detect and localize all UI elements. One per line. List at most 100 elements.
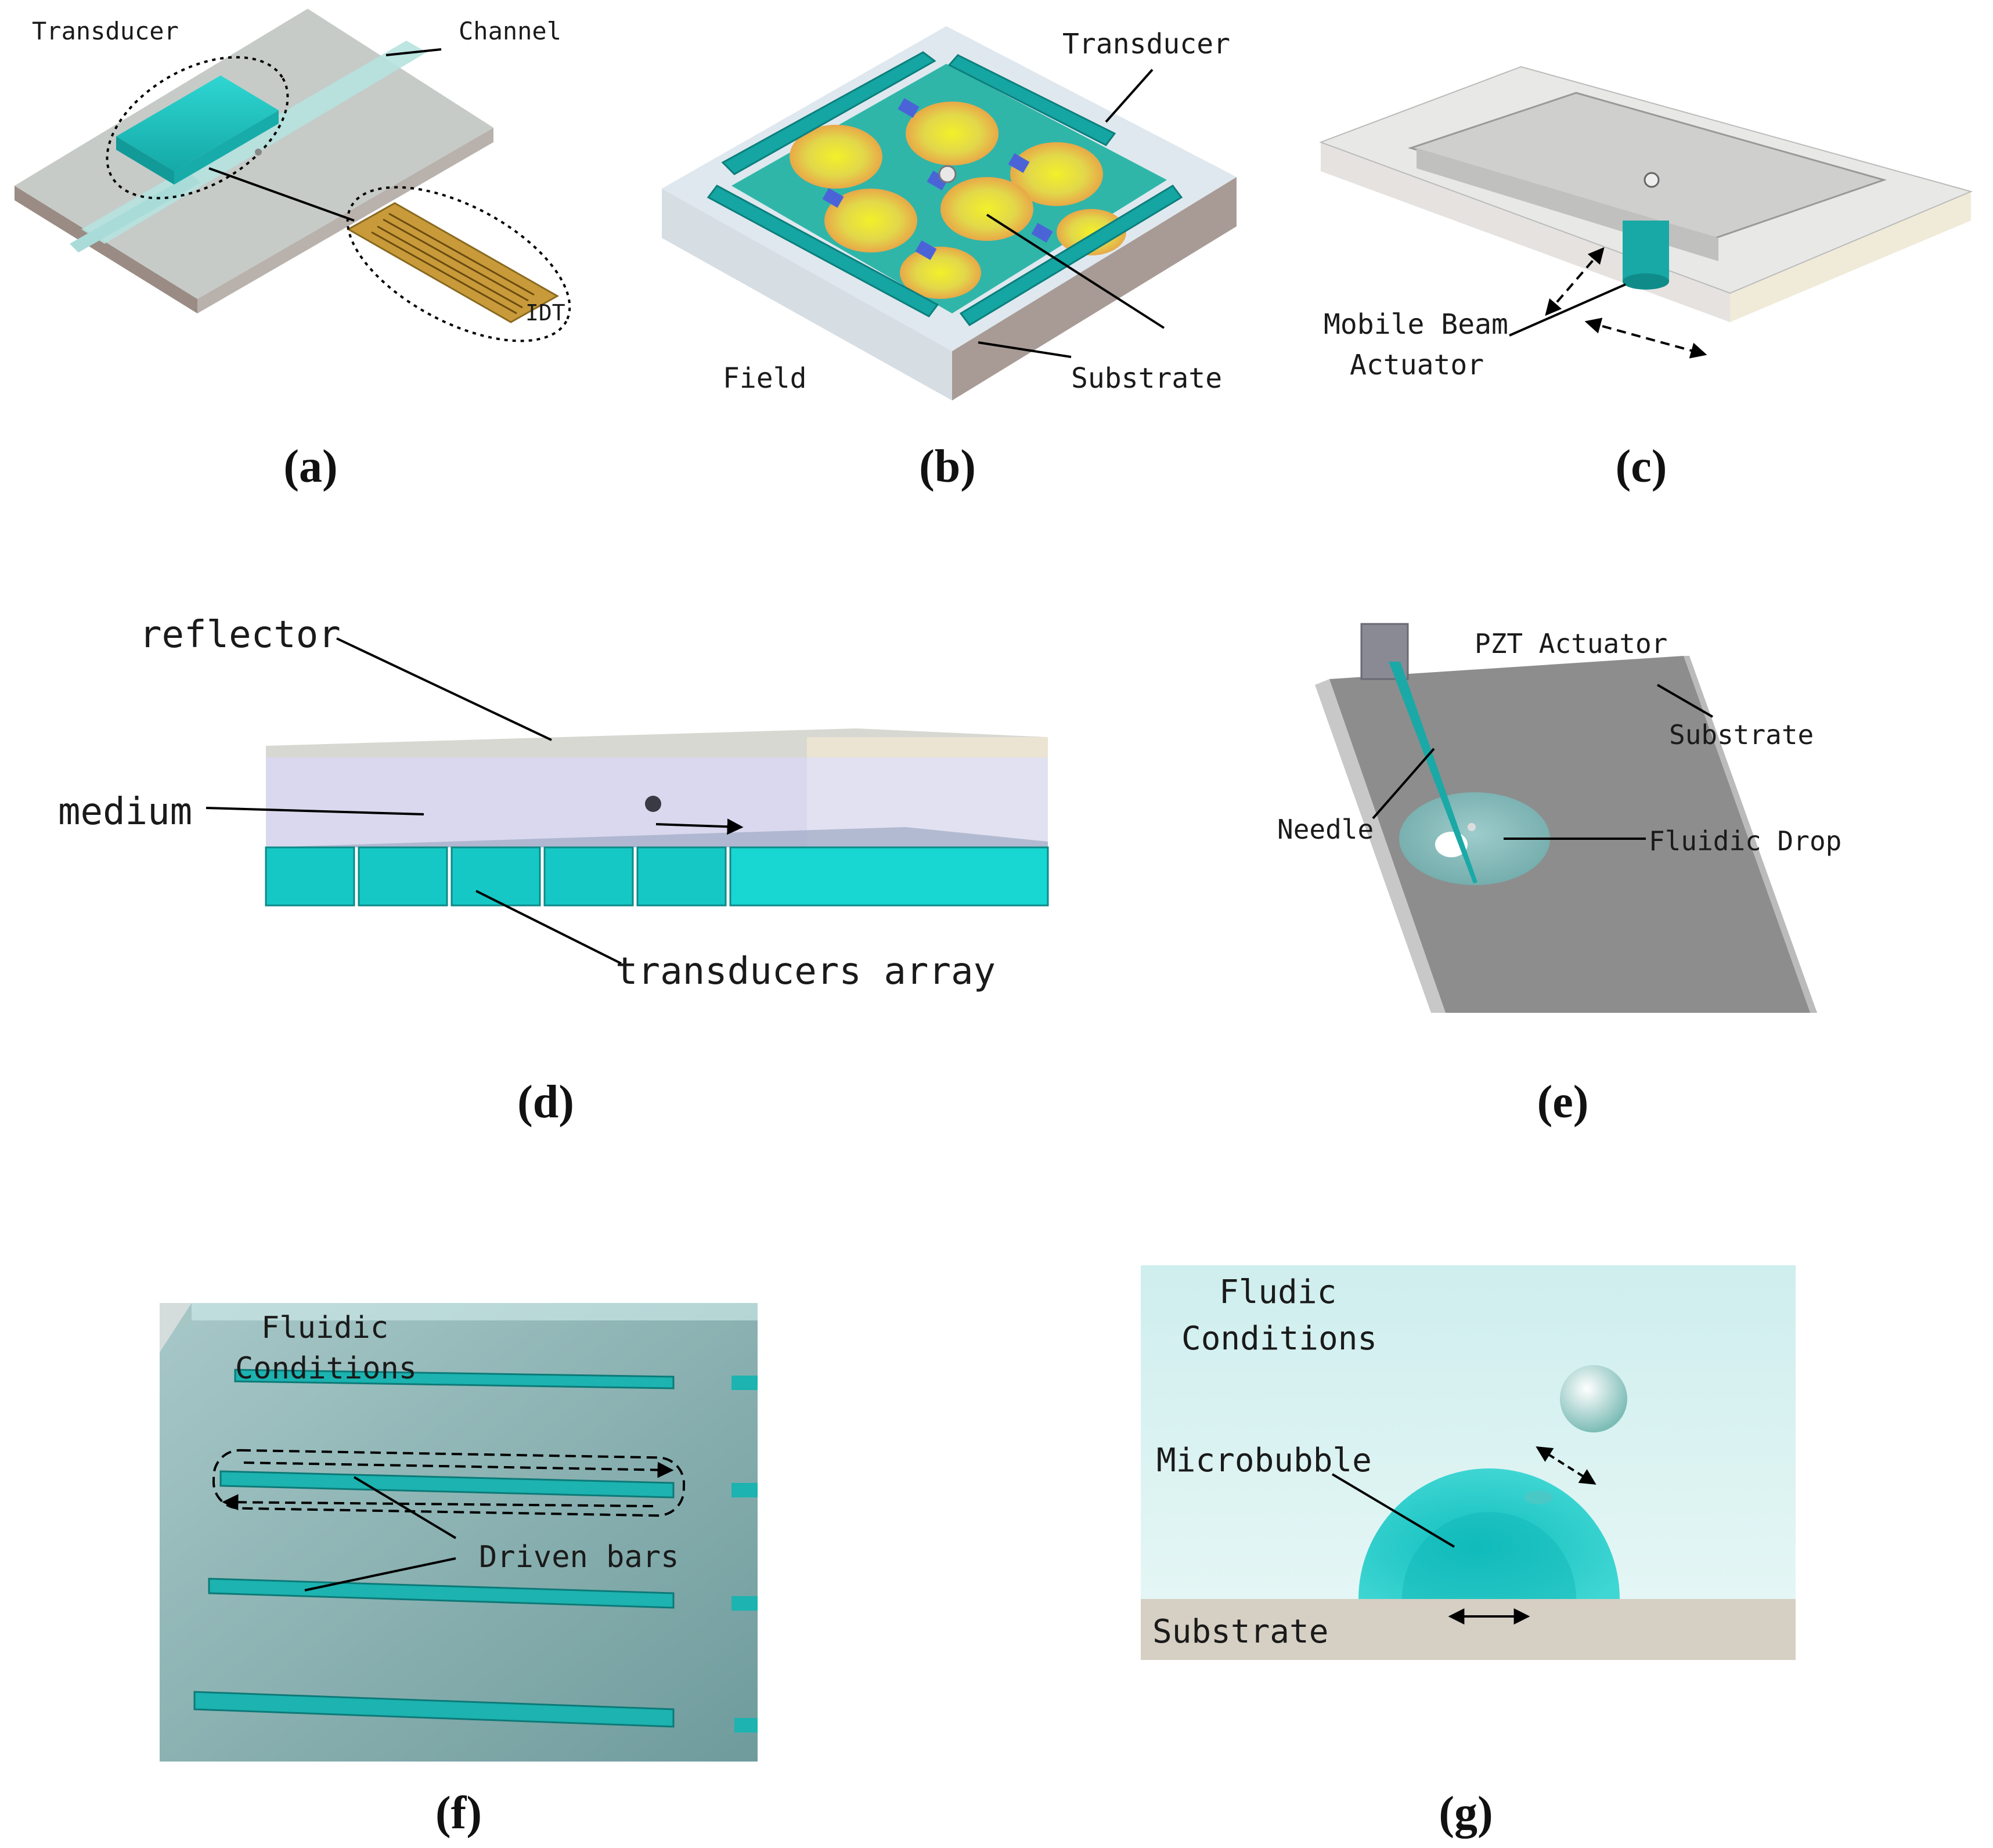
substrate-plate	[1329, 656, 1817, 1013]
caption-d: (d)	[517, 1077, 574, 1128]
driven-bar	[234, 1369, 675, 1389]
label-substrate-b: Substrate	[1071, 362, 1222, 395]
label-channel: Channel	[459, 17, 561, 45]
label-field: Field	[723, 362, 807, 395]
driven-bar	[193, 1691, 675, 1728]
needle-leader	[1372, 748, 1435, 820]
caption-c: (c)	[1616, 441, 1667, 492]
substrate-rail-right	[1684, 656, 1817, 1013]
substrate-leader-e	[1656, 684, 1714, 718]
panel-b: Transducer Field Substrate (b)	[662, 26, 1237, 492]
bar-motion-arrow-left	[222, 1494, 654, 1511]
transducer-callout	[106, 56, 289, 200]
idt-callout	[346, 186, 571, 342]
transducer-element	[729, 846, 1049, 907]
label-needle: Needle	[1277, 814, 1374, 845]
caption-f: (f)	[435, 1788, 482, 1839]
transducer-block-side	[116, 136, 174, 185]
particle	[255, 149, 262, 156]
idt-electrode	[346, 202, 560, 323]
label-conditions-g: Conditions	[1181, 1320, 1377, 1358]
substrate-side-right	[952, 177, 1237, 400]
idt-leader	[208, 167, 355, 222]
field-leader	[986, 214, 1165, 329]
label-substrate-e: Substrate	[1669, 719, 1814, 750]
label-transducer-b: Transducer	[1062, 28, 1230, 60]
label-microbubble: Microbubble	[1156, 1442, 1372, 1479]
mobile-beam-actuator	[1623, 221, 1669, 281]
label-medium: medium	[58, 791, 192, 833]
tracer-particle	[1560, 1365, 1627, 1432]
transducer-element	[358, 846, 448, 907]
transducer-block	[116, 75, 279, 171]
substrate-rail-left	[1315, 679, 1446, 1013]
actuator-leader	[1509, 283, 1626, 337]
panel-g: Fludic Conditions Microbubble Substrate …	[1141, 1265, 1796, 1839]
panel-e: PZT Actuator Substrate Needle Fluidic Dr…	[1277, 623, 1841, 1128]
field-nodes	[790, 98, 1126, 299]
caption-e: (e)	[1537, 1077, 1589, 1128]
bar-motion-arrow-right	[243, 1461, 674, 1478]
caption-a: (a)	[283, 441, 337, 492]
particle	[938, 165, 957, 183]
label-substrate-g: Substrate	[1152, 1613, 1328, 1651]
fluidic-drop	[1399, 792, 1550, 885]
reflector-edge	[807, 737, 1048, 757]
transducer-element	[265, 846, 355, 907]
driven-bars	[193, 1369, 758, 1732]
transducer-bar-bottom-left	[707, 185, 939, 317]
chip-substrate-side	[15, 186, 197, 313]
channel-leader	[385, 48, 442, 56]
particle	[645, 796, 661, 812]
transducer-block-side-right	[174, 110, 279, 185]
transducer-element	[543, 846, 634, 907]
transducer-bar-top-right	[947, 54, 1116, 146]
chamber-outer-right	[1730, 192, 1971, 322]
microbubble	[1358, 1468, 1620, 1599]
label-fluidic-drop: Fluidic Drop	[1649, 825, 1841, 857]
transducers-array-leader	[475, 890, 622, 965]
particle	[1468, 823, 1476, 831]
panel-d: reflector medium transducers array (d)	[58, 613, 1049, 1128]
transducers-array	[265, 846, 1049, 907]
driven-bar	[219, 1470, 675, 1499]
medium-bottom	[266, 827, 1048, 847]
transducer-element	[451, 846, 541, 907]
label-driven-bars: Driven bars	[479, 1540, 679, 1575]
particle	[1644, 172, 1660, 188]
transducer-bar-top-left	[721, 51, 936, 175]
panel-c: Mobile Beam Actuator (c)	[1319, 66, 1973, 492]
medium-leader	[206, 807, 424, 815]
driven-bars-leader-1	[353, 1476, 457, 1539]
label-pzt-actuator: PZT Actuator	[1475, 628, 1667, 659]
bar-motion-callout	[212, 1449, 686, 1517]
idt-fingers	[371, 212, 535, 315]
microchannel-branch	[70, 174, 200, 252]
horizontal-motion-arrow	[1584, 317, 1707, 359]
label-transducers-array: transducers array	[615, 950, 996, 993]
particle-motion-arrow	[655, 818, 744, 835]
label-transducer-a: Transducer	[32, 17, 179, 45]
reflector-leader	[336, 637, 552, 741]
panel-f: Fluidic Conditions Driven bars (f)	[160, 1303, 758, 1839]
panel-a: Transducer Channel IDT (a)	[15, 9, 571, 492]
label-idt: IDT	[525, 300, 565, 326]
transducer-bar-bottom-right	[959, 185, 1183, 326]
label-actuator: Actuator	[1350, 349, 1484, 381]
needle	[1389, 662, 1477, 883]
substrate-side-left	[662, 189, 952, 400]
label-reflector: reflector	[139, 613, 341, 656]
driven-bars-leader-2	[304, 1557, 456, 1591]
chip-substrate-side-right	[197, 128, 493, 313]
microbubble-leader	[1331, 1473, 1455, 1548]
substrate-leader-b	[978, 341, 1072, 358]
label-mobile-beam: Mobile Beam	[1324, 308, 1508, 341]
transducer-element	[636, 846, 727, 907]
transducer-leader-b	[1105, 68, 1154, 123]
caption-g: (g)	[1439, 1788, 1493, 1839]
caption-b: (b)	[919, 441, 976, 492]
label-conditions-f: Conditions	[235, 1351, 417, 1386]
label-fluidic: Fluidic	[261, 1311, 388, 1345]
label-fludic: Fludic	[1219, 1273, 1336, 1311]
